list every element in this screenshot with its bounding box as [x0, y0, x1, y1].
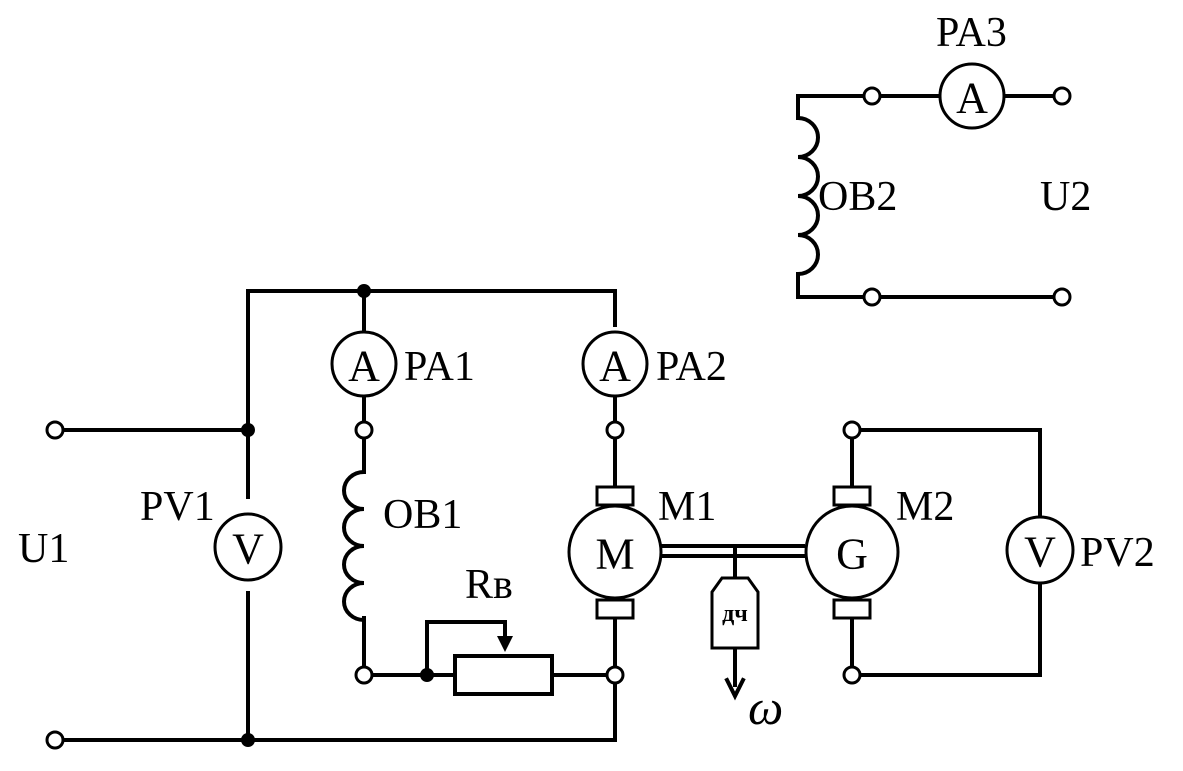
- ammeter-pa2: A: [581, 330, 649, 398]
- ob2-circuit: [795, 94, 1064, 299]
- motor-m1: M: [567, 485, 663, 620]
- motor-m1-circle: [567, 504, 663, 600]
- m2-top-brush: [832, 485, 872, 507]
- top-bus-wire: [246, 289, 617, 499]
- label-pv2: PV2: [1080, 530, 1155, 576]
- label-pa1: PA1: [404, 344, 475, 390]
- m2-top-terminal: [842, 420, 862, 440]
- m1-top-terminal: [605, 420, 625, 440]
- omega-arrow-icon: [724, 677, 746, 701]
- generator-m2-symbol: G: [836, 530, 868, 579]
- ammeter-pa1-symbol: A: [348, 342, 380, 391]
- voltmeter-pv2-symbol: V: [1024, 528, 1056, 577]
- junctions: [241, 284, 434, 747]
- label-ob1: OB1: [383, 492, 462, 538]
- u1-top-terminal: [45, 420, 65, 440]
- label-ob2: OB2: [818, 174, 897, 220]
- ob2-bottom-wire: [796, 272, 874, 299]
- rheostat-slider-wire: [425, 620, 507, 677]
- voltmeter-pv2-circle: [1005, 515, 1075, 585]
- m1-top-brush: [595, 485, 635, 507]
- m2-bottom-brush: [832, 598, 872, 620]
- rheostat-junction: [420, 668, 434, 682]
- u1-bottom-terminal: [45, 730, 65, 750]
- label-pa2: PA2: [656, 344, 727, 390]
- voltmeter-pv1-symbol: V: [232, 525, 264, 574]
- voltmeter-pv1: V: [213, 512, 283, 582]
- label-m1: M1: [658, 484, 716, 530]
- ob2-top-terminal: [862, 86, 882, 106]
- m1-bottom-brush: [595, 598, 635, 620]
- ammeter-pa1-circle: [330, 330, 398, 398]
- generator-m2: G: [804, 485, 900, 620]
- m1-bottom-terminal: [605, 665, 625, 685]
- ob2-coil: [795, 115, 820, 277]
- motor-m1-symbol: M: [595, 530, 634, 579]
- ammeter-pa3-circle: [938, 62, 1006, 130]
- ob1-top-terminal: [354, 420, 374, 440]
- label-rv: Rв: [465, 562, 513, 608]
- m2-bottom-terminal: [842, 665, 862, 685]
- label-pv1: PV1: [140, 484, 215, 530]
- u1-top-junction: [241, 423, 255, 437]
- ammeter-pa3-symbol: A: [956, 74, 988, 123]
- label-m2: M2: [896, 484, 954, 530]
- ob2-bottom-terminal: [862, 287, 882, 307]
- pv2-top-wire: [850, 428, 1042, 520]
- rheostat-slider-arrow-icon: [497, 636, 513, 652]
- label-omega: ω: [748, 679, 783, 735]
- speed-sensor: дч: [710, 576, 760, 650]
- speed-sensor-body: [710, 576, 760, 650]
- speed-sensor-label: дч: [722, 601, 748, 627]
- labels: PA3 OB2 U2 PA1 PA2 PV1 U1 OB1 Rв M1 M2 P…: [18, 10, 1155, 735]
- rheostat-resistor: [453, 654, 554, 696]
- ob2-top-wire: [796, 94, 874, 120]
- ob1-coil: [342, 469, 367, 623]
- u2-top-terminal: [1052, 86, 1072, 106]
- ammeter-pa1: A: [330, 330, 398, 398]
- u2-bottom-terminal: [1052, 287, 1072, 307]
- generator-m2-circle: [804, 504, 900, 600]
- top-bus-junction: [357, 284, 371, 298]
- voltmeter-pv1-circle: [213, 512, 283, 582]
- label-u2: U2: [1040, 174, 1091, 220]
- label-u1: U1: [18, 526, 69, 572]
- ammeter-pa3: A: [938, 62, 1006, 130]
- pv2-bottom-wire: [850, 580, 1042, 677]
- ob1-bottom-terminal: [354, 665, 374, 685]
- voltmeter-pv2: V: [1005, 515, 1075, 585]
- ammeter-pa2-symbol: A: [599, 342, 631, 391]
- terminals: [45, 86, 1072, 750]
- u1-bottom-junction: [241, 733, 255, 747]
- label-pa3: PA3: [936, 10, 1007, 56]
- ammeter-pa2-circle: [581, 330, 649, 398]
